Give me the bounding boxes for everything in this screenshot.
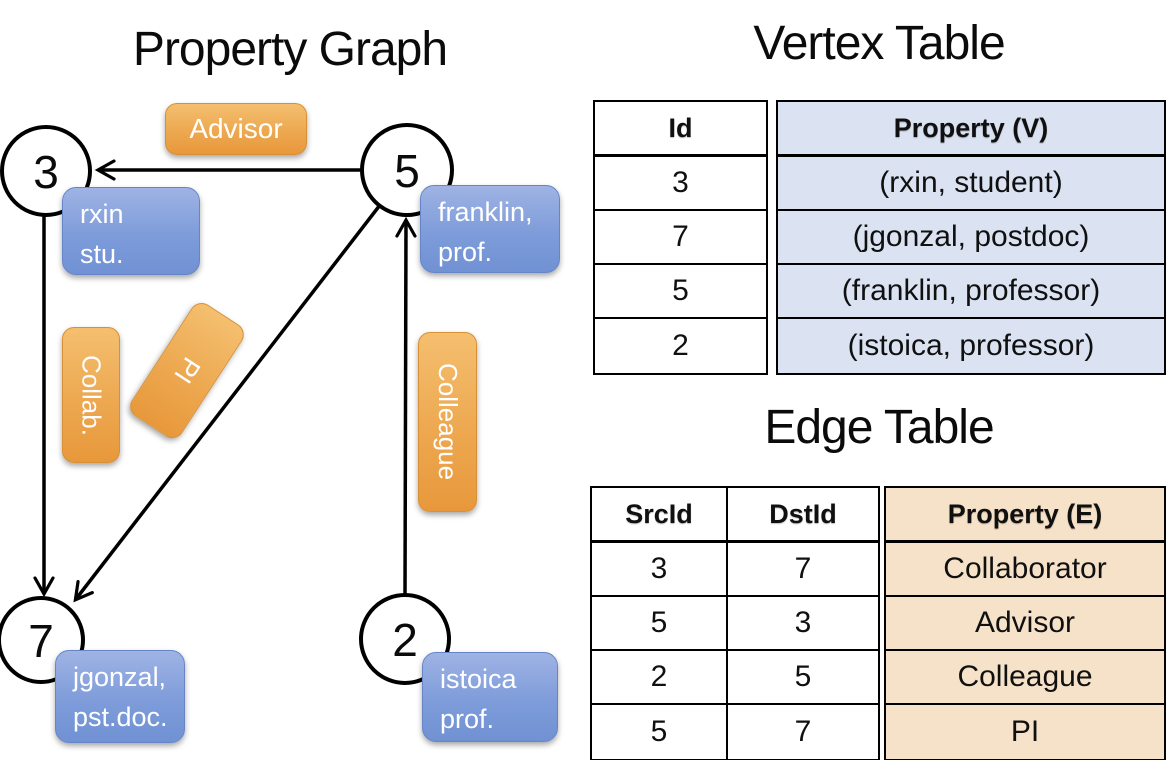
edge-dstid-cell: 5 [728,651,878,705]
node-id-label: 2 [392,614,418,666]
edge-label-text: Advisor [189,113,283,144]
vertex-property-cell: (jgonzal, postdoc) [778,211,1164,265]
edge-srcid-cell: 5 [592,597,726,651]
edge-label-text: Collab. [76,354,107,436]
vertex-property-line: jgonzal, [73,662,167,692]
vertex-property-cell: (franklin, professor) [778,265,1164,319]
edge-label-text: PI [168,352,207,390]
vertex-property-line: franklin, [438,197,533,227]
graph-edges-svg: 3 5 7 2 [0,123,454,685]
edge-label-colleague: Colleague [418,332,477,512]
edge-property-cell: PI [1010,715,1040,748]
property-graph-title: Property Graph [132,23,448,76]
vertex-table-property-column: Property (V) (rxin, student) (jgonzal, p… [776,100,1166,375]
edge-property-cell: Colleague [886,651,1164,705]
node-id-label: 5 [394,145,420,197]
edge-label-text: Colleague [433,363,463,481]
vertex-property-box-7: jgonzal, pst.doc. [55,650,185,743]
vertex-table-title: Vertex Table [753,17,1005,70]
vertex-table-header-id: Id [595,102,766,157]
edge-property-cell: Advisor [886,597,1164,651]
edge-table-header-dstid: DstId [728,488,878,543]
vertex-property-line: stu. [80,238,124,269]
vertex-property-line: istoica [440,664,517,694]
vertex-table-id-column: Id 3 7 5 2 [593,100,768,375]
edge-line-2-5 [395,216,417,596]
vertex-property-line: prof. [440,703,495,734]
vertex-id-cell: 5 [595,265,766,319]
edge-line-5-7 [73,203,382,603]
vertex-property-box-3: rxin stu. [62,187,200,275]
vertex-property-box-2: istoica prof. [422,652,558,742]
vertex-property-cell: (istoica, professor) [847,329,1095,362]
vertex-id-cell: 2 [672,329,689,362]
edge-table-header-srcid: SrcId [592,488,726,543]
edge-dstid-cell: 7 [728,543,878,597]
node-id-label: 7 [28,615,54,667]
vertex-table-header-property: Property (V) [778,102,1164,157]
edge-label-advisor: Advisor [165,103,307,155]
vertex-property-line: rxin [80,199,124,229]
edge-table-srcid-column: SrcId 3 5 2 5 [592,488,726,759]
edge-dstid-cell: 3 [728,597,878,651]
vertex-property-cell: (rxin, student) [778,157,1164,211]
edge-srcid-cell: 3 [592,543,726,597]
vertex-id-cell: 3 [595,157,766,211]
edge-table-dstid-column: DstId 7 3 5 7 [726,488,878,759]
edge-label-collab: Collab. [62,327,120,463]
edge-table-id-columns: SrcId 3 5 2 5 DstId 7 3 5 7 [590,486,880,760]
vertex-property-box-5: franklin, prof. [420,185,560,273]
edge-table-property-column: Property (E) Collaborator Advisor Collea… [884,486,1166,760]
edge-srcid-cell: 5 [650,715,668,748]
vertex-property-line: pst.doc. [73,701,168,732]
property-graph-diagram: 3 5 7 2 rxin stu. franklin, prof. jgonza… [0,0,580,760]
edge-table-header-property: Property (E) [886,488,1164,543]
edge-srcid-cell: 2 [592,651,726,705]
edge-table-title: Edge Table [764,401,994,454]
vertex-id-cell: 7 [595,211,766,265]
node-id-label: 3 [33,146,59,198]
edge-dstid-cell: 7 [794,715,812,748]
vertex-property-line: prof. [438,236,493,267]
edge-property-cell: Collaborator [886,543,1164,597]
